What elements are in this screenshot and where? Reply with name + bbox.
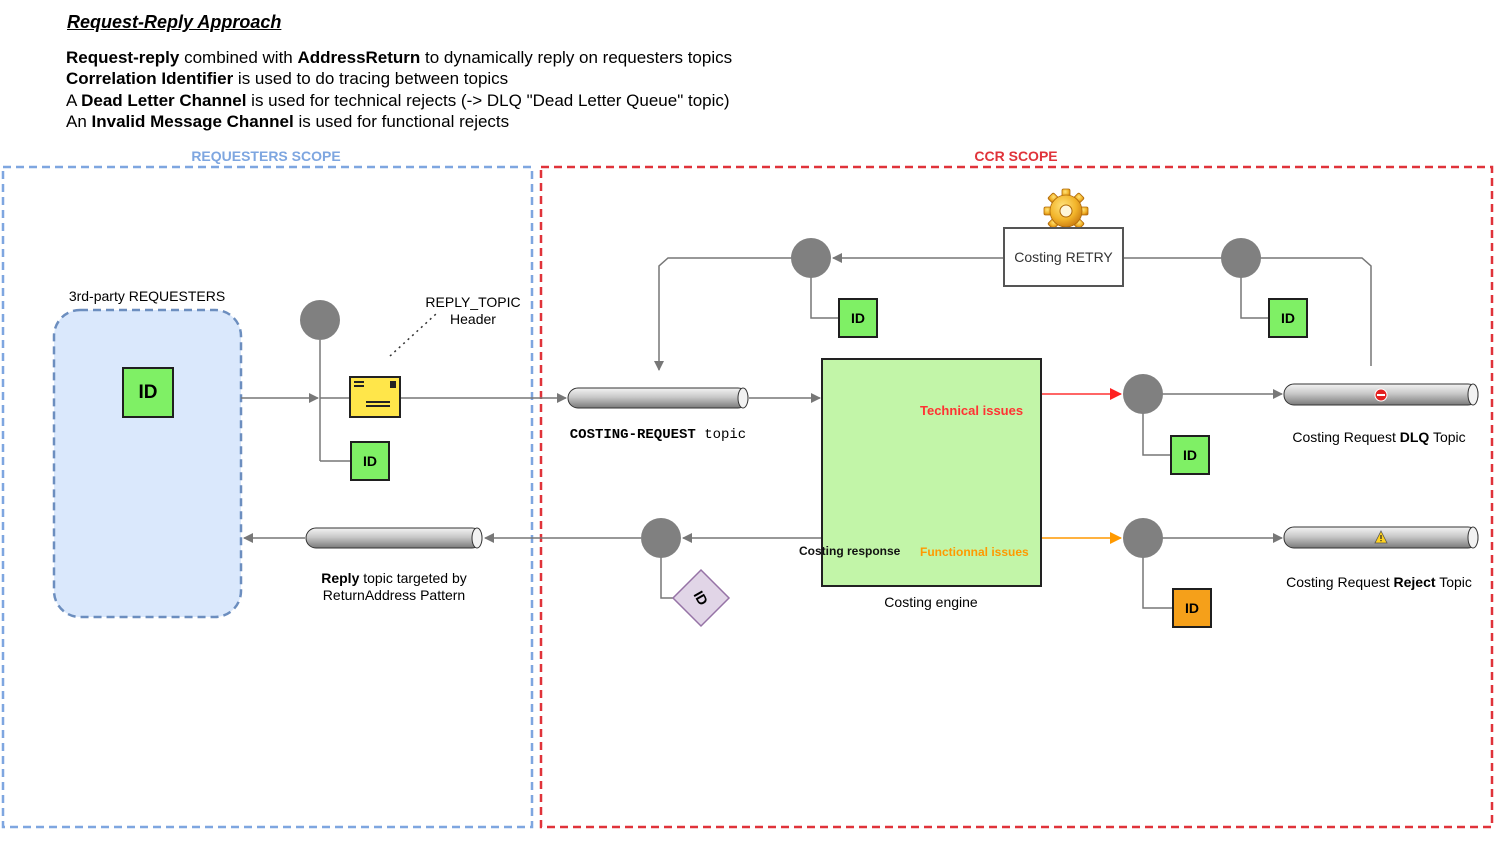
id-box-technical-tap: ID <box>1170 435 1210 475</box>
wiretap-functional[interactable] <box>1123 518 1163 558</box>
reply-topic-header-line1: REPLY_TOPIC <box>425 294 521 310</box>
reply-topic-bold: Reply <box>321 570 360 586</box>
reply-topic-rest: topic targeted by <box>359 570 467 586</box>
reject-topic-bold: Reject <box>1393 574 1436 590</box>
reply-topic-line2: ReturnAddress Pattern <box>322 587 466 603</box>
description-line: Request-reply combined with AddressRetur… <box>66 47 732 68</box>
warning-icon <box>1374 530 1388 544</box>
costing-response-label: Costing response <box>799 544 901 558</box>
ccr-scope-label: CCR SCOPE <box>974 148 1058 164</box>
reply-topic-label: Reply topic targeted by ReturnAddress Pa… <box>321 570 467 604</box>
description-bold-term: Invalid Message Channel <box>91 112 294 131</box>
costing-request-topic-code: COSTING-REQUEST <box>569 427 696 443</box>
dlq-topic-suffix: Topic <box>1429 429 1466 445</box>
requesters-scope-boundary <box>1 165 534 829</box>
requesters-label: 3rd-party REQUESTERS <box>68 288 226 304</box>
description-text: combined with <box>179 48 298 67</box>
reply-topic-header-label: REPLY_TOPIC Header <box>425 294 520 328</box>
header-annotation-line <box>389 313 437 357</box>
id-box-dlq-retry-tap: ID <box>1268 298 1308 338</box>
reply-topic-pipe[interactable] <box>305 527 483 549</box>
id-box-request-tap: ID <box>350 441 390 481</box>
wiretap-technical[interactable] <box>1123 374 1163 414</box>
flow-retry-tap-id <box>810 270 838 319</box>
wiretap-request[interactable] <box>300 300 340 340</box>
page-title: Request-Reply Approach <box>67 12 282 32</box>
dlq-topic-bold: DLQ <box>1399 429 1430 445</box>
description-bold-term: Dead Letter Channel <box>81 91 247 110</box>
requesters-box[interactable] <box>52 308 243 619</box>
description-text: is used to do tracing between topics <box>233 69 509 88</box>
no-entry-icon <box>1374 388 1388 402</box>
description-text: to dynamically reply on requesters topic… <box>420 48 733 67</box>
description-line: An Invalid Message Channel is used for f… <box>66 111 509 132</box>
description-text: An <box>66 112 92 131</box>
flow-tap-to-topic <box>654 257 811 371</box>
description-bold-term: Request-reply <box>66 48 180 67</box>
reject-topic-suffix: Topic <box>1435 574 1472 590</box>
reject-topic-prefix: Costing Request <box>1286 574 1394 590</box>
description-text: is used for technical rejects (-> DLQ "D… <box>246 91 730 110</box>
description-line: Correlation Identifier is used to do tra… <box>66 68 508 89</box>
description-text: is used for functional rejects <box>293 112 510 131</box>
dlq-topic-prefix: Costing Request <box>1292 429 1400 445</box>
id-box-functional-tap: ID <box>1172 588 1212 628</box>
flow-dlq-tap-id <box>1240 270 1268 319</box>
ccr-scope-boundary <box>539 165 1494 829</box>
functional-issues-label: Functionnal issues <box>920 545 1029 559</box>
description-text: A <box>66 91 82 110</box>
technical-issues-label: Technical issues <box>920 403 1024 418</box>
reject-topic-label: Costing Request Reject Topic <box>1286 574 1472 591</box>
wiretap-response[interactable] <box>641 518 681 558</box>
wiretap-retry[interactable] <box>791 238 831 278</box>
flow-func-tap-id <box>1142 550 1172 609</box>
id-diamond-response <box>671 568 731 628</box>
id-box-requesters: ID <box>122 367 174 418</box>
costing-request-topic-label: COSTING-REQUEST topic <box>570 427 746 444</box>
reply-topic-line1: Reply topic targeted by <box>321 570 467 587</box>
costing-request-topic-pipe[interactable] <box>567 387 749 409</box>
costing-request-topic-suffix: topic <box>695 427 747 443</box>
description-bold-term: AddressReturn <box>297 48 421 67</box>
flow-tech-tap-id <box>1142 406 1170 456</box>
description-bold-term: Correlation Identifier <box>66 69 234 88</box>
gear-icon <box>1043 188 1089 234</box>
dlq-topic-label: Costing Request DLQ Topic <box>1292 429 1465 446</box>
envelope-icon[interactable] <box>349 376 401 418</box>
description-line: A Dead Letter Channel is used for techni… <box>66 90 730 111</box>
reply-topic-header-line2: Header <box>450 311 496 327</box>
wiretap-dlq-retry[interactable] <box>1221 238 1261 278</box>
costing-retry-box[interactable]: Costing RETRY <box>1003 227 1124 287</box>
requesters-scope-label: REQUESTERS SCOPE <box>191 148 341 164</box>
id-box-retry-tap: ID <box>838 298 878 338</box>
costing-engine-label: Costing engine <box>884 594 978 610</box>
costing-engine-box[interactable] <box>821 358 1042 587</box>
